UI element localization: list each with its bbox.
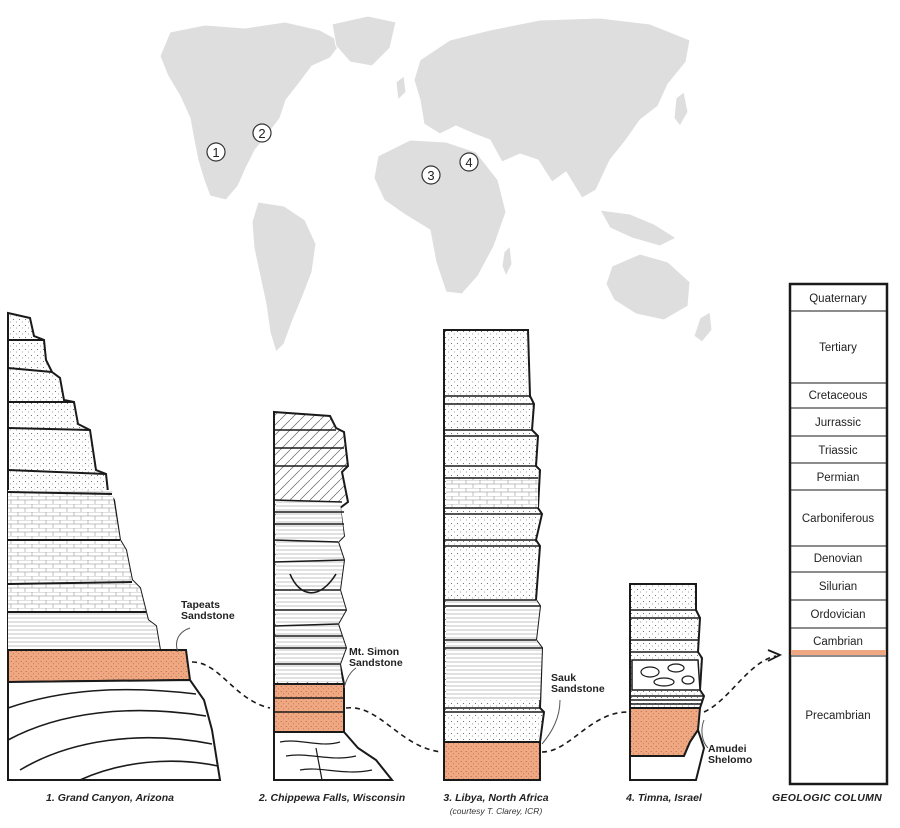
caption-timna: 4. Timna, Israel [626,792,702,804]
landmass-australia [605,253,691,321]
landmass-greenland [331,15,397,67]
period-tertiary: Tertiary [819,342,857,354]
geologic-column-sauk-marker [791,650,886,655]
geologic-column: Quaternary Tertiary Cretaceous Jurrassic… [788,282,889,786]
landmass-uk [395,75,407,102]
period-triassic: Triassic [818,445,857,457]
period-cambrian: Cambrian [813,636,863,648]
col3-brick-layer [446,478,538,508]
map-marker-2: 2 [252,123,272,143]
col3-shale-layer [446,600,542,700]
col2-sandstone-mt-simon [273,683,345,733]
landmass-south-america [251,201,317,353]
map-marker-4-label: 4 [465,155,472,170]
col1-cross-bedding [7,688,219,781]
period-quaternary: Quaternary [809,293,867,305]
stratigraphic-column-chippewa-falls [273,410,395,781]
col2-basement [273,731,395,781]
stratigraphic-column-timna [629,583,706,781]
landmass-japan [673,91,689,127]
correlation-line [191,655,777,753]
period-denovian: Denovian [814,553,863,565]
caption-libya-credit: (courtesy T. Clarey, ICR) [449,806,543,816]
caption-chippewa-falls: 2. Chippewa Falls, Wisconsin [258,792,406,804]
landmass-new-zealand [693,311,713,343]
annotation-mt-simon-sandstone: Mt. Simon Sandstone [349,646,403,669]
world-map [159,15,713,353]
annotation-tapeats-sandstone: Tapeats Sandstone [181,599,235,622]
map-marker-4-circle [459,152,479,172]
period-silurian: Silurian [819,581,857,593]
landmass-north-america [159,21,343,201]
col4-nodules [640,663,695,687]
stratigraphic-column-grand-canyon [7,311,222,781]
col1-sandstone-tapeats [7,649,192,684]
period-jurrassic: Jurrassic [815,417,861,429]
period-permian: Permian [817,472,860,484]
col2-basement-lines [279,740,373,781]
period-cretaceous: Cretaceous [809,390,868,402]
col2-bed-lines [273,429,348,713]
geologic-column-dividers [790,310,887,629]
annotation-leaders [176,627,709,749]
map-marker-2-circle [252,123,272,143]
correlation-arrowhead [767,649,783,662]
col4-basement [629,727,706,781]
map-marker-4: 4 [459,152,479,172]
col1-basement [7,678,222,781]
map-marker-1-label: 1 [212,145,219,160]
col2-middle-strata [276,500,346,682]
period-carboniferous: Carboniferous [802,513,874,525]
landmass-madagascar [501,244,513,278]
landmass-africa [373,139,507,295]
geologic-column-frame [788,282,889,786]
caption-grand-canyon: 1. Grand Canyon, Arizona [46,792,174,804]
map-marker-2-label: 2 [258,126,265,141]
col1-shale-layer [8,612,160,650]
period-ordovician: Ordovician [811,609,866,621]
landmass-europe-asia [413,17,691,199]
col1-bed-lines [7,339,146,613]
stratigraphic-column-libya [443,329,546,781]
col1-brick-layer [8,490,146,612]
map-marker-1-circle [206,142,226,162]
caption-libya: 3. Libya, North Africa [443,792,549,804]
landmass-southeast-asia [599,209,678,247]
col3-sandstone-sauk [443,741,541,781]
caption-geologic-column: GEOLOGIC COLUMN [771,792,883,804]
map-marker-1: 1 [206,142,226,162]
period-precambrian: Precambrian [805,710,870,722]
annotation-sauk-sandstone: Sauk Sandstone [551,672,605,695]
map-marker-3-circle [421,165,441,185]
map-marker-3: 3 [421,165,441,185]
col3-bed-lines [444,395,544,713]
map-marker-3-label: 3 [427,168,434,183]
col4-bed-lines [630,609,704,705]
annotation-amudei-shelomo: Amudei Shelomo [708,743,753,766]
